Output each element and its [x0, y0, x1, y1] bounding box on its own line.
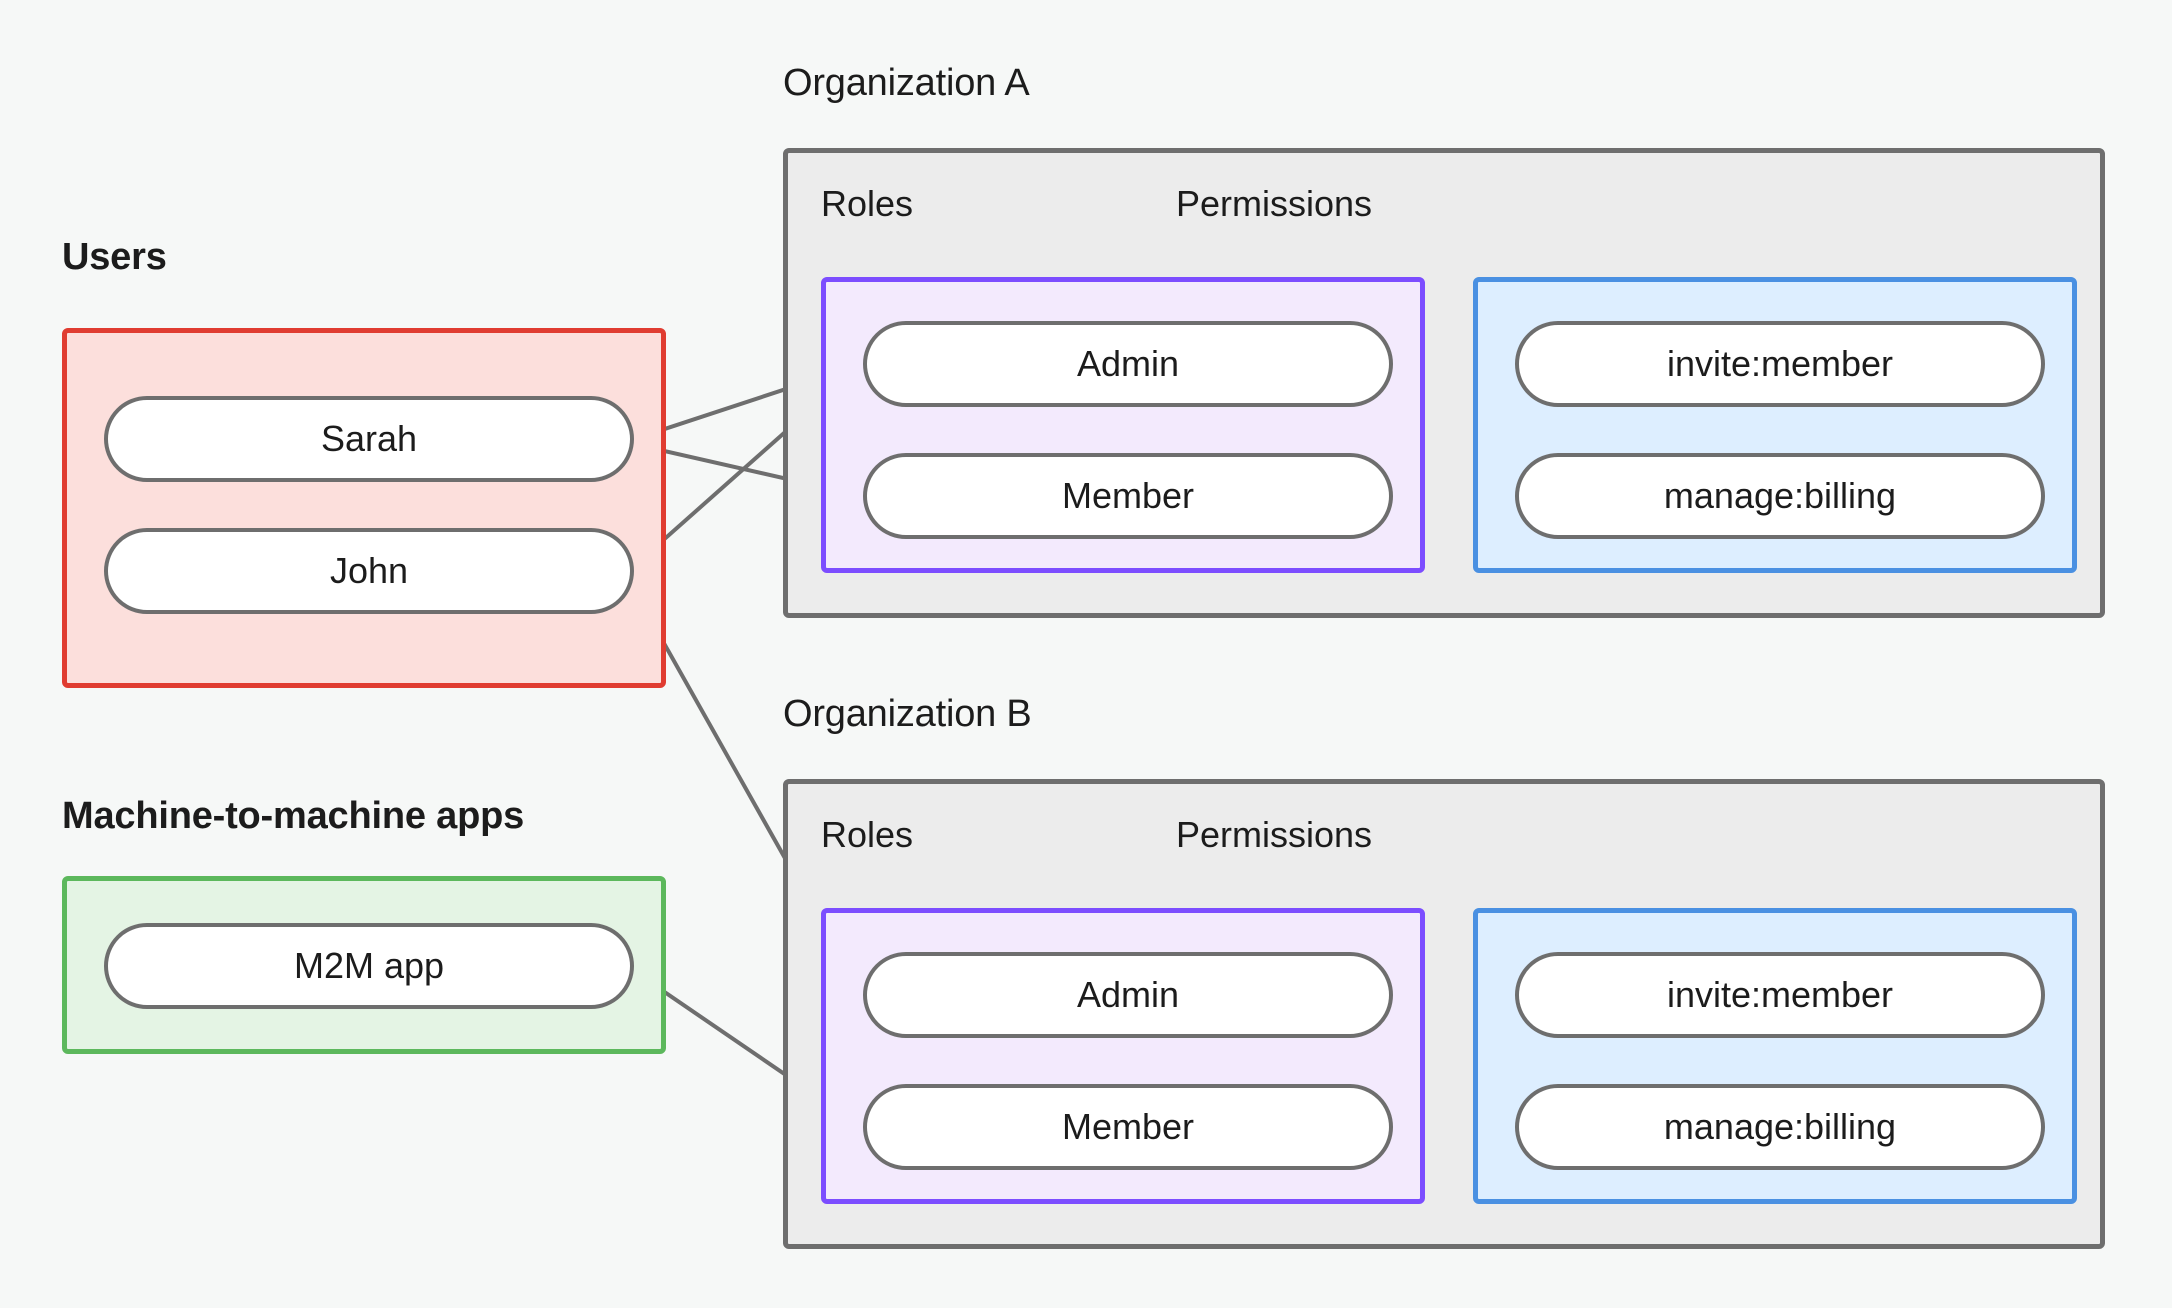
user-pill-sarah[interactable]: Sarah [104, 396, 634, 482]
user-pill-john[interactable]: John [104, 528, 634, 614]
organization-a-permissions-label: Permissions [1176, 183, 1373, 224]
m2m-pill-app[interactable]: M2M app [104, 923, 634, 1009]
organization-b-permissions-group: invite:member manage:billing [1473, 908, 2077, 1204]
organization-b-role-member[interactable]: Member [863, 1084, 1393, 1170]
m2m-box: M2M app [62, 876, 666, 1054]
organization-a-permission-invite-member[interactable]: invite:member [1515, 321, 2045, 407]
organization-a-roles-label: Roles [821, 183, 914, 224]
organization-b-roles-group: Admin Member [821, 908, 1425, 1204]
organization-a-caption: Organization A [783, 62, 1030, 104]
organization-a-box: Roles Permissions Admin Member invite:me… [783, 148, 2105, 618]
organization-a-roles-group: Admin Member [821, 277, 1425, 573]
organization-b-roles-label: Roles [821, 814, 914, 855]
organization-b-permissions-label: Permissions [1176, 814, 1373, 855]
organization-b-box: Roles Permissions Admin Member invite:me… [783, 779, 2105, 1249]
organization-b-permission-manage-billing[interactable]: manage:billing [1515, 1084, 2045, 1170]
m2m-caption: Machine-to-machine apps [62, 795, 525, 837]
organization-b-permission-invite-member[interactable]: invite:member [1515, 952, 2045, 1038]
users-box: Sarah John [62, 328, 666, 688]
organization-a-permission-manage-billing[interactable]: manage:billing [1515, 453, 2045, 539]
organization-b-role-admin[interactable]: Admin [863, 952, 1393, 1038]
users-caption: Users [62, 236, 167, 278]
organization-a-role-member[interactable]: Member [863, 453, 1393, 539]
organization-a-role-admin[interactable]: Admin [863, 321, 1393, 407]
organization-a-permissions-group: invite:member manage:billing [1473, 277, 2077, 573]
organization-b-caption: Organization B [783, 693, 1032, 735]
